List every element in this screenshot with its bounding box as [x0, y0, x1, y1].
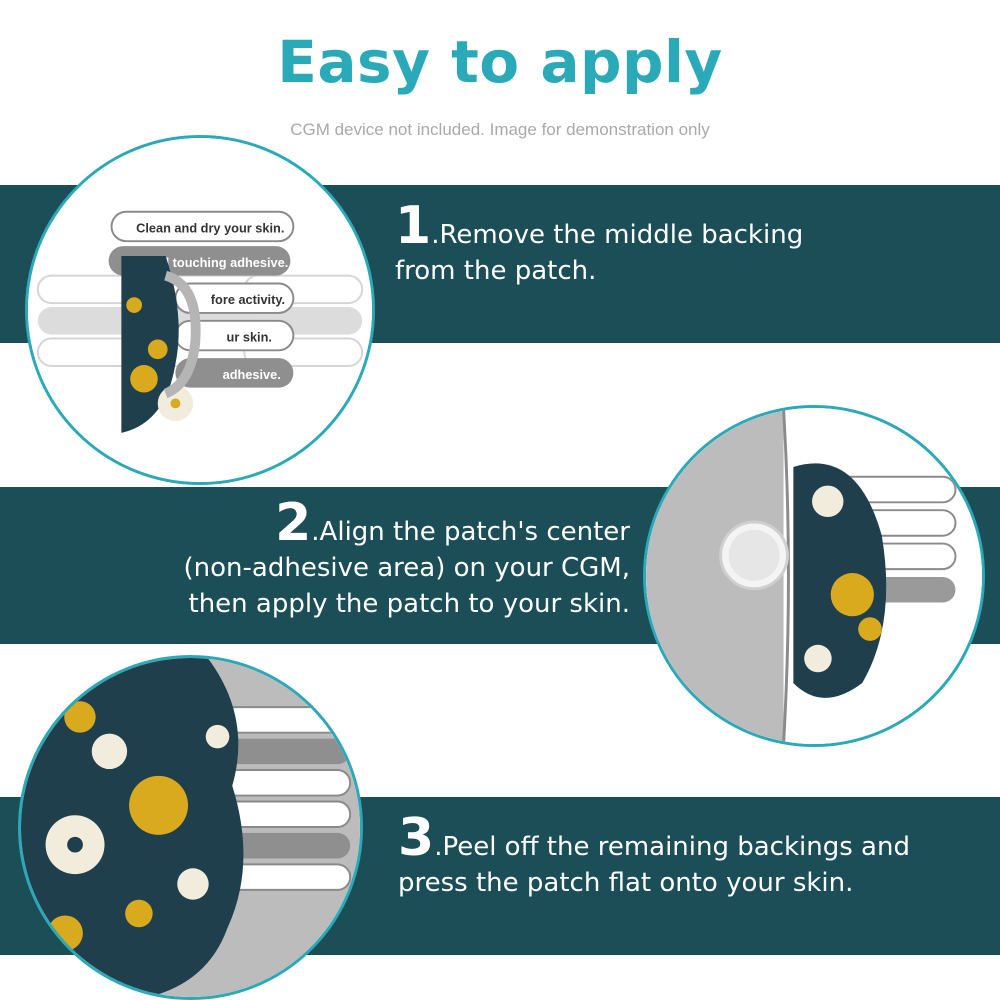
step-2-text: 2.Align the patch's center (non-adhesive… [150, 497, 631, 622]
step-2-line-1: .Align the patch's center [311, 517, 630, 547]
your-skin-label: ur skin. [227, 329, 272, 344]
step-2-line-2: (non-adhesive area) on your CGM, [183, 553, 630, 583]
page-title: Easy to apply [277, 28, 723, 96]
step-1-illustration-svg: Clean and dry your skin. Avoid touching … [28, 138, 372, 482]
step-2-illustration [643, 405, 985, 747]
step-1-text: 1.Remove the middle backing from the pat… [395, 200, 955, 289]
step-3-number: 3 [398, 808, 435, 868]
step-3-line-2: press the patch flat onto your skin. [398, 868, 854, 898]
adhesive-label: adhesive. [223, 367, 281, 382]
disclaimer-text: CGM device not included. Image for demon… [290, 120, 710, 139]
before-activity-label: fore activity. [211, 292, 285, 307]
step-1-number: 1 [395, 196, 432, 256]
step-3-illustration [18, 655, 363, 1000]
step-1-illustration: Clean and dry your skin. Avoid touching … [25, 135, 375, 485]
step-3-line-1: .Peel off the remaining backings and [434, 832, 910, 862]
avoid-adhesive-label: Avoid touching adhesive. [134, 255, 288, 270]
step-3-illustration-svg [21, 658, 360, 997]
step-3-text: 3.Peel off the remaining backings and pr… [398, 812, 978, 901]
clean-skin-label: Clean and dry your skin. [136, 220, 284, 235]
step-2-line-3: then apply the patch to your skin. [188, 589, 631, 619]
step-2-number: 2 [275, 493, 312, 553]
step-1-line-2: from the patch. [395, 256, 597, 286]
step-2-illustration-svg [646, 408, 982, 744]
step-1-line-1: .Remove the middle backing [431, 220, 804, 250]
